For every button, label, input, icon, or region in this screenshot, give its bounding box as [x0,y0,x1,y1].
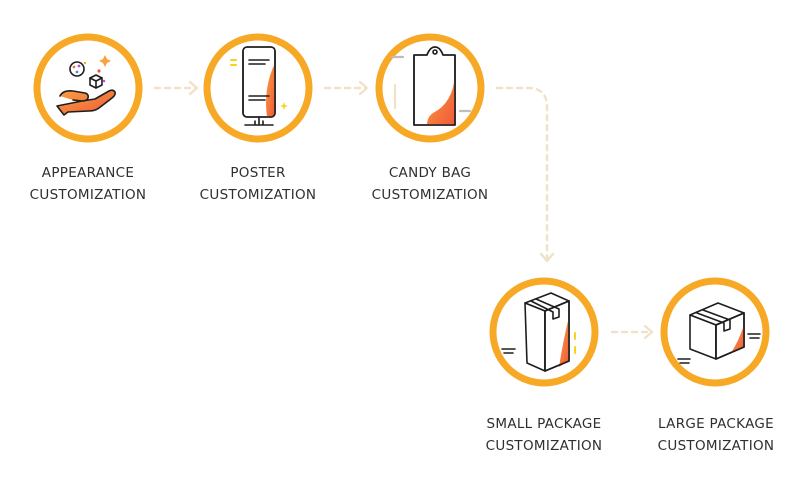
arrow-down-icon [539,252,555,263]
candy-bag-icon [390,46,472,126]
step-label: SMALL PACKAGE CUSTOMIZATION [454,413,634,457]
label-line: POSTER [230,165,286,181]
large-package-icon [677,302,761,364]
small-package-icon [501,292,576,372]
label-line: CUSTOMIZATION [657,438,775,454]
arrow-right-icon [188,80,199,96]
label-line: CUSTOMIZATION [199,187,317,203]
step-label: APPEARANCE CUSTOMIZATION [0,162,178,206]
step-label: CANDY BAG CUSTOMIZATION [340,162,520,206]
label-line: LARGE PACKAGE [658,416,774,432]
step-circle [203,33,313,143]
step-circle [489,277,599,387]
label-line: CUSTOMIZATION [29,187,147,203]
step-label: POSTER CUSTOMIZATION [168,162,348,206]
label-line: CUSTOMIZATION [371,187,489,203]
step-circle [33,33,143,143]
arrow-right-icon [358,80,369,96]
connector-line [495,86,549,260]
hand-holding-parts-icon [56,55,116,116]
poster-stand-icon [230,46,288,126]
label-line: CUSTOMIZATION [485,438,603,454]
step-label: LARGE PACKAGE CUSTOMIZATION [626,413,800,457]
label-line: SMALL PACKAGE [486,416,602,432]
label-line: APPEARANCE [41,165,135,181]
step-circle [660,277,770,387]
step-circle [375,33,485,143]
label-line: CANDY BAG [388,165,472,181]
arrow-right-icon [643,324,654,340]
